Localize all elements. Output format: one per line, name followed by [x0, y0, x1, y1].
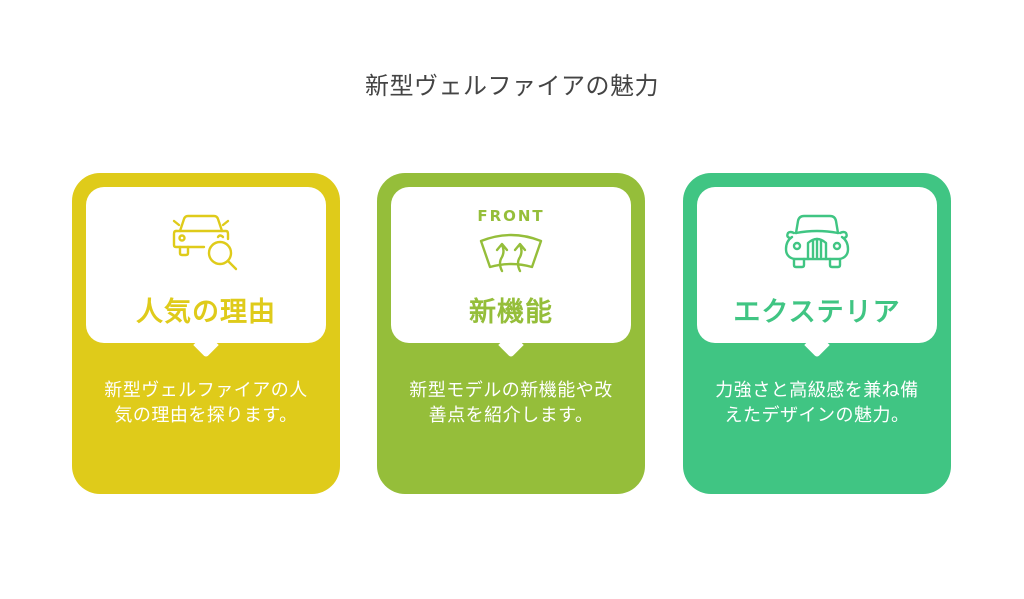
page-title: 新型ヴェルファイアの魅力: [365, 72, 659, 100]
card-header-panel: エクステリア: [697, 187, 937, 343]
card-header-panel: 人気の理由: [86, 187, 326, 343]
card-heading: エクステリア: [733, 297, 901, 328]
card-exterior: エクステリア 力強さと高級感を兼ね備えたデザインの魅力。: [683, 173, 951, 494]
card-header-panel: FRONT 新機能: [391, 187, 631, 343]
windshield-defrost-icon: [478, 231, 544, 277]
car-search-icon: [168, 209, 244, 277]
card-description: 力強さと高級感を兼ね備えたデザインの魅力。: [715, 380, 919, 426]
card-description: 新型ヴェルファイアの人気の理由を探ります。: [104, 380, 308, 426]
classic-car-icon: [782, 213, 852, 275]
card-popularity: 人気の理由 新型ヴェルファイアの人気の理由を探ります。: [72, 173, 340, 494]
card-new-features: FRONT 新機能 新型モデルの新機能や改善点を紹介します。: [377, 173, 645, 494]
front-label: FRONT: [477, 207, 545, 225]
card-heading: 新機能: [469, 297, 553, 328]
card-description: 新型モデルの新機能や改善点を紹介します。: [409, 380, 613, 426]
card-heading: 人気の理由: [136, 297, 276, 328]
